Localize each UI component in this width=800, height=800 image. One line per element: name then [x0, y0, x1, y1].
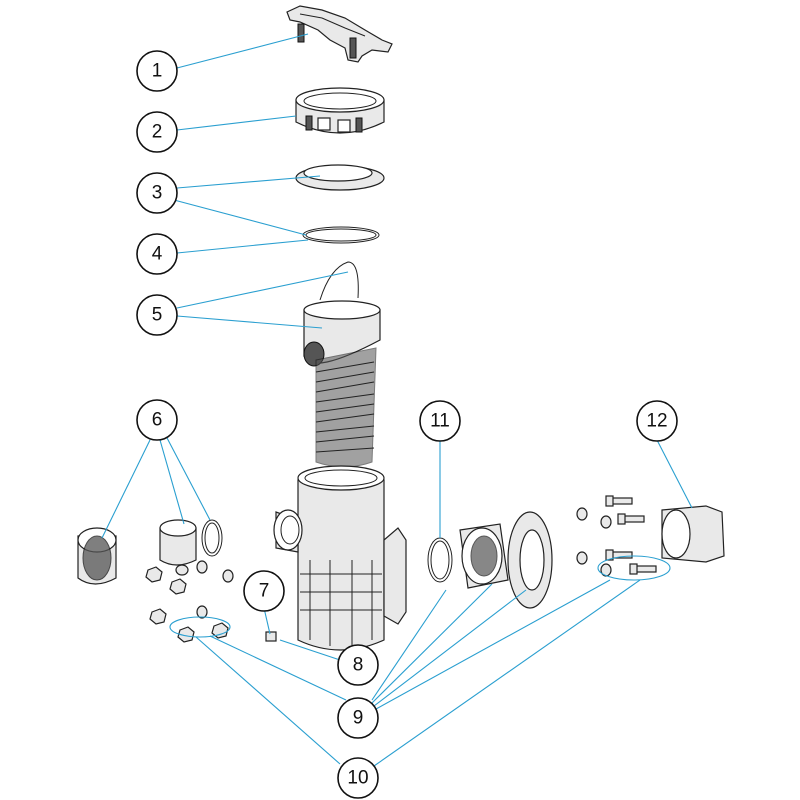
callout-11: 11	[419, 400, 461, 442]
callout-6: 6	[136, 399, 178, 441]
callout-label-2: 2	[152, 122, 163, 143]
part-9-flange-set	[459, 511, 553, 609]
leader-lines	[101, 33, 693, 767]
callout-label-8: 8	[353, 655, 364, 676]
part-4-o-ring	[302, 226, 380, 244]
part-8-pump-housing	[273, 465, 407, 651]
part-5-strainer-basket	[303, 261, 381, 468]
part-6-union-set	[77, 519, 223, 585]
callout-4: 4	[136, 233, 178, 275]
part-1-lid-handle	[286, 5, 393, 63]
part-10-nuts-left	[145, 560, 234, 643]
callout-label-5: 5	[152, 305, 163, 326]
part-3-lid	[295, 164, 385, 191]
part-10-bolts-right	[576, 495, 657, 577]
callout-8: 8	[337, 644, 379, 686]
part-2-locking-ring	[295, 87, 385, 134]
callout-label-10: 10	[347, 768, 368, 789]
callout-12: 12	[636, 400, 678, 442]
part-7-drain-plug	[265, 631, 277, 642]
callout-label-3: 3	[152, 183, 163, 204]
callout-10: 10	[337, 757, 379, 799]
callout-label-12: 12	[646, 411, 667, 432]
callout-label-11: 11	[430, 411, 450, 432]
callout-7: 7	[243, 570, 285, 612]
callout-label-7: 7	[259, 581, 270, 602]
callout-1: 1	[136, 50, 178, 92]
group-marker-left	[169, 616, 231, 638]
callout-9: 9	[337, 697, 379, 739]
callout-label-1: 1	[152, 61, 163, 82]
callout-2: 2	[136, 111, 178, 153]
part-11-flange-o-ring	[427, 537, 453, 583]
callout-label-9: 9	[353, 708, 364, 729]
group-marker-right	[597, 555, 671, 581]
callout-5: 5	[136, 294, 178, 336]
callout-label-4: 4	[152, 244, 163, 265]
part-12-threaded-union	[661, 505, 725, 563]
callout-label-6: 6	[152, 410, 163, 431]
callout-3: 3	[136, 172, 178, 214]
